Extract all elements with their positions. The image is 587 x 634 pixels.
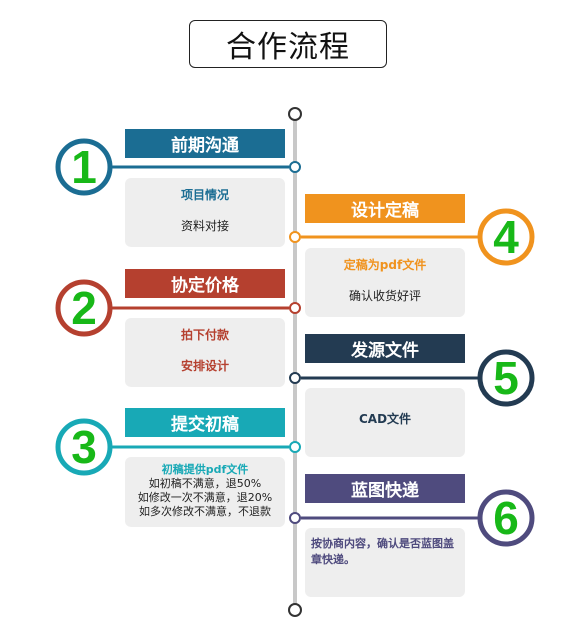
step4-ring	[477, 208, 535, 266]
step5-header: 发源文件	[305, 334, 465, 363]
step1-node	[289, 161, 301, 173]
step6-line-1: 按协商内容，确认是否蓝图盖章快递。	[311, 537, 454, 566]
step3-highlight: 初稿提供pdf文件	[161, 463, 249, 476]
step1-line-1: 资料对接	[180, 219, 229, 233]
step3-line-2: 如修改一次不满意，退20%	[137, 491, 273, 504]
step4-number: 4	[493, 211, 519, 263]
step5-number: 5	[493, 352, 519, 404]
step6-node	[289, 512, 301, 524]
step1-card: 项目情况 资料对接	[125, 178, 285, 247]
step6-header: 蓝图快递	[305, 474, 465, 503]
timeline-start-node	[288, 107, 302, 121]
step4-line-1: 确认收货好评	[348, 289, 421, 303]
page-title: 合作流程	[189, 20, 387, 68]
step3-node	[289, 441, 301, 453]
step3-card: 初稿提供pdf文件 如初稿不满意，退50% 如修改一次不满意，退20% 如多次修…	[125, 457, 285, 527]
step6-card: 按协商内容，确认是否蓝图盖章快递。	[305, 528, 465, 597]
step2-highlight: 拍下付款	[180, 328, 229, 342]
step2-card: 拍下付款 安排设计	[125, 318, 285, 387]
step2-header: 协定价格	[125, 269, 285, 298]
step4-card: 定稿为pdf文件 确认收货好评	[305, 248, 465, 317]
step4-node	[289, 231, 301, 243]
step2-line-1: 安排设计	[180, 359, 229, 373]
step5-highlight: CAD文件	[358, 412, 412, 426]
step5-card: CAD文件	[305, 388, 465, 457]
step2-number: 2	[71, 282, 97, 334]
step3-line-1: 如初稿不满意，退50%	[148, 477, 262, 490]
step3-header: 提交初稿	[125, 408, 285, 437]
step1-number: 1	[71, 141, 97, 193]
step3-line-3: 如多次修改不满意，不退款	[139, 505, 271, 518]
step4-header: 设计定稿	[305, 194, 465, 223]
timeline-end-node	[288, 603, 302, 617]
step4-highlight: 定稿为pdf文件	[343, 258, 427, 272]
step1-highlight: 项目情况	[180, 188, 229, 202]
step6-ring	[477, 489, 535, 547]
step2-node	[289, 302, 301, 314]
step6-number: 6	[493, 492, 519, 544]
step3-number: 3	[71, 421, 97, 473]
step5-node	[289, 372, 301, 384]
step5-ring	[477, 349, 535, 407]
step1-header: 前期沟通	[125, 129, 285, 158]
